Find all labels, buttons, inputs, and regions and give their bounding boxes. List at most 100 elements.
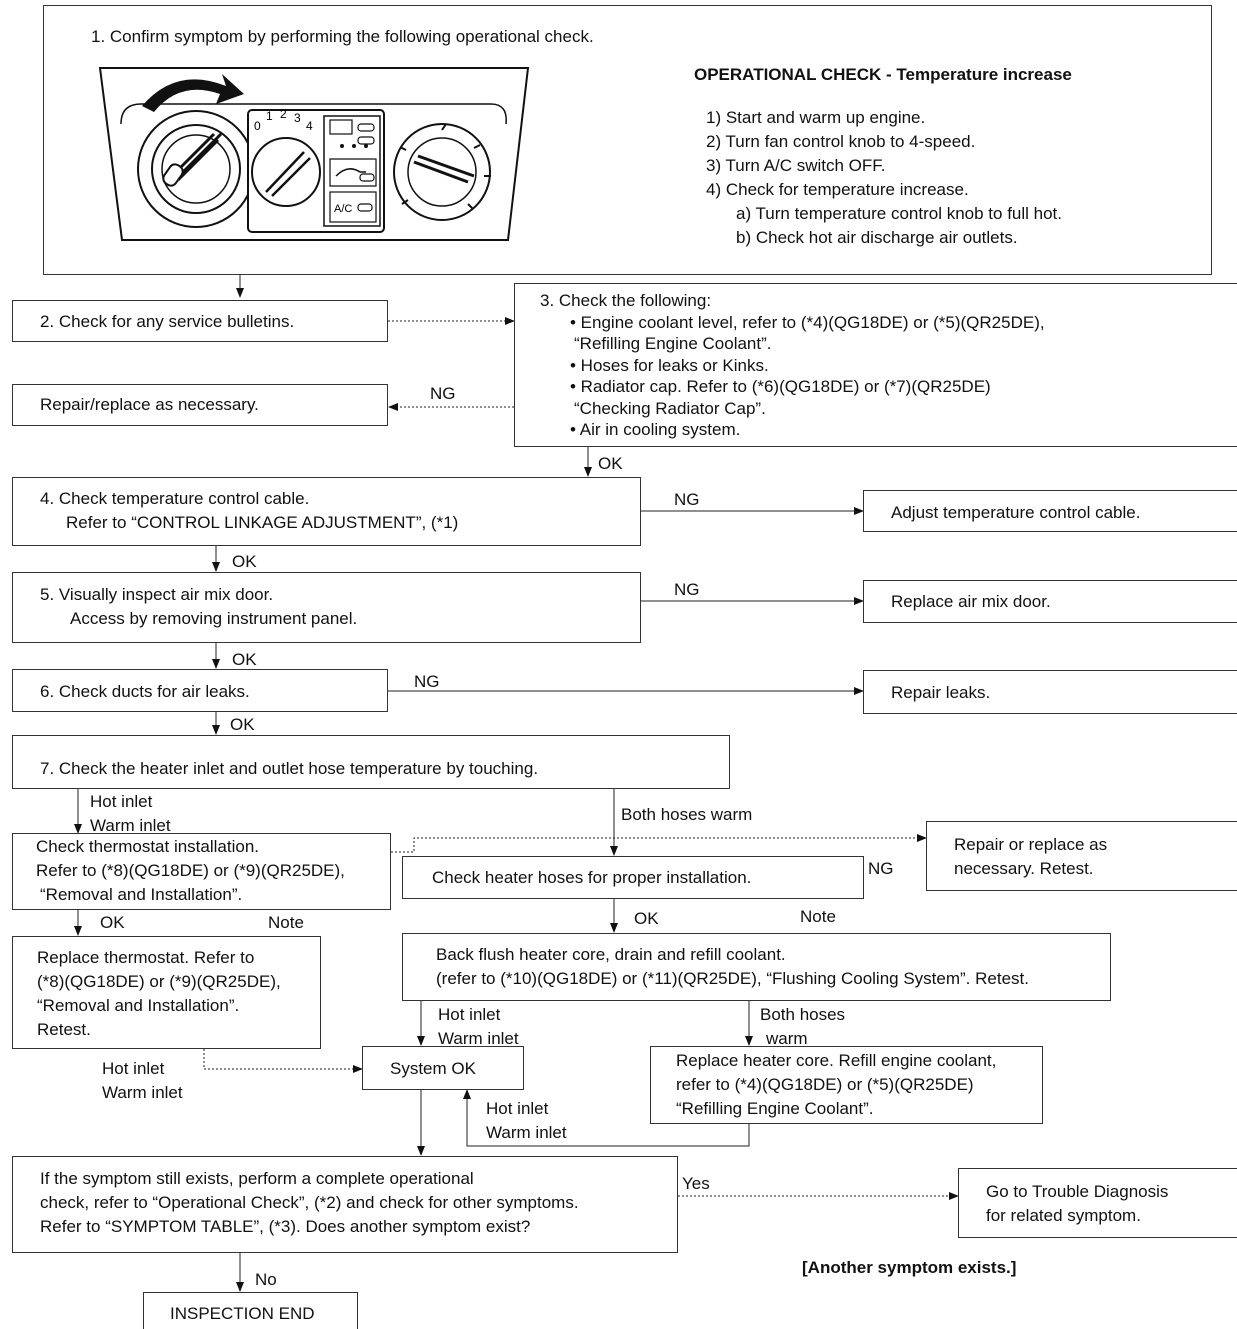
ng-label: NG bbox=[430, 384, 456, 403]
step3-line-6: “Checking Radiator Cap”. bbox=[574, 399, 766, 418]
step5-line-1: 5. Visually inspect air mix door. bbox=[40, 585, 274, 604]
step5-box bbox=[12, 572, 641, 643]
both-hoses-label: Both hoses bbox=[760, 1005, 846, 1024]
warm-inlet-label: Warm inlet bbox=[438, 1029, 519, 1048]
step3-box bbox=[514, 283, 1237, 447]
operational-check-title: OPERATIONAL CHECK - Temperature increase bbox=[694, 65, 1072, 84]
trouble-diagnosis-box bbox=[958, 1168, 1237, 1238]
replace-thermostat-line-3: “Removal and Installation”. bbox=[37, 996, 240, 1015]
thermostat-check-line-1: Check thermostat installation. bbox=[36, 837, 259, 856]
replace-thermostat-line-1: Replace thermostat. Refer to bbox=[37, 948, 255, 967]
recirc-icon bbox=[335, 168, 366, 177]
note-label: Note bbox=[800, 907, 836, 926]
hot-inlet-label: Hot inlet bbox=[438, 1005, 501, 1024]
inspection-end-box bbox=[143, 1292, 358, 1329]
replace-door-text: Replace air mix door. bbox=[891, 592, 1051, 611]
adjust-cable-box bbox=[863, 490, 1237, 532]
warm-inlet-label: Warm inlet bbox=[102, 1083, 183, 1102]
symptom-check-line-1: If the symptom still exists, perform a c… bbox=[40, 1169, 474, 1188]
replace-thermostat-line-2: (*8)(QG18DE) or (*9)(QR25DE), bbox=[37, 972, 281, 991]
step2-box bbox=[12, 300, 388, 342]
step1-subitem-a: a) Turn temperature control knob to full… bbox=[736, 204, 1063, 223]
thermostat-check-line-2: Refer to (*8)(QG18DE) or (*9)(QR25DE), bbox=[36, 861, 345, 880]
replace-core-box bbox=[650, 1046, 1043, 1124]
system-ok-text: System OK bbox=[390, 1059, 476, 1078]
ng-label: NG bbox=[414, 672, 440, 691]
fan-speed-4: 4 bbox=[306, 119, 313, 133]
fan-speed-0: 0 bbox=[254, 119, 261, 133]
symptom-check-box bbox=[12, 1156, 678, 1253]
replace-core-line-2: refer to (*4)(QG18DE) or (*5)(QR25DE) bbox=[676, 1075, 974, 1094]
another-symptom-label: [Another symptom exists.] bbox=[802, 1258, 1017, 1277]
ok-label: OK bbox=[634, 909, 659, 928]
symptom-check-line-3: Refer to “SYMPTOM TABLE”, (*3). Does ano… bbox=[40, 1217, 531, 1236]
yes-label: Yes bbox=[682, 1174, 710, 1193]
hot-inlet-label: Hot inlet bbox=[90, 792, 153, 811]
ok-label: OK bbox=[100, 913, 125, 932]
step1-item-3: 3) Turn A/C switch OFF. bbox=[706, 156, 886, 175]
repair-leaks-box bbox=[863, 670, 1237, 714]
thermostat-check-line-3: “Removal and Installation”. bbox=[40, 885, 243, 904]
ng-label: NG bbox=[868, 859, 894, 878]
trouble-diagnosis-line-2: for related symptom. bbox=[986, 1206, 1141, 1225]
step1-item-1: 1) Start and warm up engine. bbox=[706, 108, 926, 127]
thermostat-check-box bbox=[12, 833, 391, 910]
back-flush-box bbox=[402, 933, 1111, 1001]
trouble-diagnosis-line-1: Go to Trouble Diagnosis bbox=[986, 1182, 1169, 1201]
rotate-arrow-icon bbox=[142, 74, 244, 112]
no-label: No bbox=[255, 1270, 277, 1289]
ng-label: NG bbox=[674, 580, 700, 599]
repair-retest-line-2: necessary. Retest. bbox=[954, 859, 1094, 878]
step4-line-2: Refer to “CONTROL LINKAGE ADJUSTMENT”, (… bbox=[66, 513, 459, 532]
back-flush-line-1: Back flush heater core, drain and refill… bbox=[436, 945, 786, 964]
both-hoses-warm-label: Both hoses warm bbox=[621, 805, 753, 824]
system-ok-box bbox=[362, 1046, 524, 1090]
replace-core-line-3: “Refilling Engine Coolant”. bbox=[676, 1099, 874, 1118]
inspection-end-text: INSPECTION END bbox=[170, 1304, 315, 1323]
repair-necessary-box bbox=[12, 384, 388, 426]
heater-hoses-text: Check heater hoses for proper installati… bbox=[432, 868, 752, 887]
temperature-knob-icon bbox=[393, 123, 491, 221]
ok-label: OK bbox=[598, 454, 623, 473]
mode-knob-icon bbox=[137, 110, 255, 228]
repair-retest-box bbox=[926, 821, 1237, 891]
fan-speed-2: 2 bbox=[280, 107, 287, 121]
step6-box bbox=[12, 669, 388, 712]
warm-label: warm bbox=[766, 1029, 808, 1048]
arrow-core-return bbox=[463, 1089, 750, 1147]
repair-retest-line-1: Repair or replace as bbox=[954, 835, 1108, 854]
step4-line-1: 4. Check temperature control cable. bbox=[40, 489, 310, 508]
repair-necessary-text: Repair/replace as necessary. bbox=[40, 395, 259, 414]
step6-text: 6. Check ducts for air leaks. bbox=[40, 682, 250, 701]
note-label: Note bbox=[268, 913, 304, 932]
fan-speed-3: 3 bbox=[294, 111, 301, 125]
step3-line-4: • Hoses for leaks or Kinks. bbox=[570, 356, 769, 375]
step1-item-2: 2) Turn fan control knob to 4-speed. bbox=[706, 132, 976, 151]
arrow-thermostat-note bbox=[391, 834, 927, 853]
step3-line-3: “Refilling Engine Coolant”. bbox=[574, 334, 772, 353]
hvac-control-panel-illustration: 0 1 2 3 4 A/C bbox=[98, 67, 530, 241]
step1-item-4: 4) Check for temperature increase. bbox=[706, 180, 969, 199]
fan-knob-icon bbox=[251, 137, 321, 207]
fan-speed-1: 1 bbox=[266, 109, 273, 123]
hot-inlet-label: Hot inlet bbox=[486, 1099, 549, 1118]
step7-text: 7. Check the heater inlet and outlet hos… bbox=[40, 759, 539, 778]
symptom-check-line-2: check, refer to “Operational Check”, (*2… bbox=[40, 1193, 579, 1212]
ok-label: OK bbox=[230, 715, 255, 734]
step1-title: 1. Confirm symptom by performing the fol… bbox=[91, 27, 594, 46]
replace-core-line-1: Replace heater core. Refill engine coola… bbox=[676, 1051, 997, 1070]
back-flush-line-2: (refer to (*10)(QG18DE) or (*11)(QR25DE)… bbox=[436, 969, 1029, 988]
repair-leaks-text: Repair leaks. bbox=[891, 683, 991, 702]
hot-inlet-label: Hot inlet bbox=[102, 1059, 165, 1078]
step5-line-2: Access by removing instrument panel. bbox=[70, 609, 358, 628]
step1-subitem-b: b) Check hot air discharge air outlets. bbox=[736, 228, 1018, 247]
heater-hoses-box bbox=[402, 856, 864, 899]
replace-thermostat-line-4: Retest. bbox=[37, 1020, 91, 1039]
arrow-replace-thermostat bbox=[203, 1049, 363, 1073]
step3-line-2: • Engine coolant level, refer to (*4)(QG… bbox=[570, 313, 1045, 332]
ok-label: OK bbox=[232, 552, 257, 571]
ng-label: NG bbox=[674, 490, 700, 509]
step3-line-5: • Radiator cap. Refer to (*6)(QG18DE) or… bbox=[570, 377, 991, 396]
